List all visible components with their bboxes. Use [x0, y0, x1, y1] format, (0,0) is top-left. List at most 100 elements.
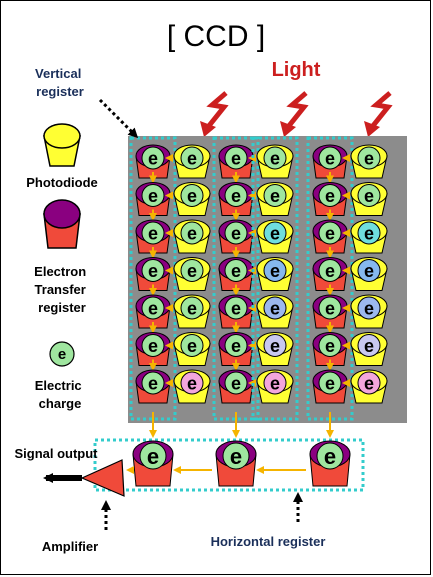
svg-text:e: e — [148, 186, 158, 206]
electric-charge: e — [318, 221, 342, 245]
electric-charge: e — [318, 334, 342, 357]
electric-charge: e — [318, 184, 342, 207]
electric-charge: e — [224, 259, 248, 282]
light-bolt-head — [364, 121, 380, 137]
svg-text:e: e — [148, 261, 158, 281]
vertical-register-label: Vertical register — [35, 66, 85, 99]
electric-charge: e — [357, 259, 381, 282]
electric-charge-icon: e — [49, 341, 75, 367]
photodiode-icon — [43, 123, 81, 167]
svg-text:e: e — [325, 148, 335, 168]
vertical-register-pointer — [98, 98, 139, 139]
svg-text:e: e — [148, 223, 158, 243]
svg-text:e: e — [147, 444, 159, 469]
svg-text:e: e — [325, 336, 335, 356]
horizontal-register-label: Horizontal register — [211, 534, 326, 549]
electric-charge: e — [224, 146, 248, 170]
electric-charge: e — [357, 221, 381, 245]
svg-text:e: e — [325, 223, 335, 243]
signal-output-label: Signal output — [14, 446, 98, 461]
svg-text:e: e — [230, 444, 242, 469]
electric-charge: e — [318, 259, 342, 282]
electric-charge: e — [263, 146, 287, 170]
light-label: Light — [272, 59, 321, 81]
electric-charge: e — [180, 221, 204, 245]
electric-charge: e — [263, 221, 287, 245]
electric-charge: e — [263, 371, 287, 395]
electric-charge: e — [141, 296, 165, 320]
svg-text:e: e — [364, 261, 374, 281]
svg-text:e: e — [364, 298, 374, 318]
amplifier-icon — [80, 459, 125, 497]
electric-charge: e — [263, 184, 287, 207]
light-bolt — [370, 91, 393, 129]
electric-charge: e — [141, 184, 165, 207]
svg-text:e: e — [325, 298, 335, 318]
electric-charge: e — [141, 334, 165, 357]
diagram-title: [ CCD ] — [167, 20, 265, 53]
svg-text:e: e — [364, 148, 374, 168]
svg-text:e: e — [58, 346, 66, 363]
svg-text:e: e — [148, 336, 158, 356]
svg-text:e: e — [325, 186, 335, 206]
light-bolt — [286, 91, 309, 129]
electric-charge: e — [357, 371, 381, 395]
electric-charge: e — [357, 146, 381, 170]
svg-text:e: e — [231, 373, 241, 393]
svg-text:e: e — [364, 336, 374, 356]
amplifier-label: Amplifier — [42, 539, 98, 554]
electric-charge: e — [222, 442, 250, 470]
svg-text:e: e — [270, 373, 280, 393]
electric-charge: e — [318, 371, 342, 395]
svg-text:e: e — [270, 186, 280, 206]
electric-charge: e — [316, 442, 344, 470]
svg-text:e: e — [231, 261, 241, 281]
svg-text:e: e — [231, 223, 241, 243]
svg-text:e: e — [187, 298, 197, 318]
svg-text:e: e — [270, 261, 280, 281]
svg-text:e: e — [148, 148, 158, 168]
svg-text:e: e — [364, 373, 374, 393]
electron-transfer-register-label: Electron Transfer register — [34, 264, 90, 315]
light-bolt-head — [280, 121, 296, 137]
legend: Vertical register Photodiode Electron Tr… — [26, 66, 139, 411]
horizontal-register-outline — [93, 438, 365, 492]
electric-charge: e — [318, 146, 342, 170]
svg-text:e: e — [187, 336, 197, 356]
svg-text:e: e — [187, 186, 197, 206]
electric-charge: e — [263, 259, 287, 282]
svg-text:e: e — [187, 261, 197, 281]
electron-transfer-register-icon — [43, 199, 81, 249]
electric-charge: e — [224, 334, 248, 357]
svg-text:e: e — [270, 148, 280, 168]
svg-text:e: e — [187, 223, 197, 243]
electric-charge: e — [357, 184, 381, 207]
svg-text:e: e — [187, 373, 197, 393]
electric-charge: e — [357, 334, 381, 357]
svg-text:e: e — [270, 223, 280, 243]
electric-charge: e — [224, 296, 248, 320]
svg-text:e: e — [187, 148, 197, 168]
svg-text:e: e — [231, 148, 241, 168]
light-bolt-head — [200, 121, 216, 137]
svg-text:e: e — [231, 298, 241, 318]
electric-charge: e — [141, 221, 165, 245]
electric-charge: e — [141, 371, 165, 395]
svg-text:e: e — [270, 298, 280, 318]
electric-charge: e — [180, 146, 204, 170]
electric-charge: e — [180, 296, 204, 320]
svg-text:e: e — [148, 298, 158, 318]
svg-text:e: e — [364, 223, 374, 243]
light-bolt — [206, 91, 229, 129]
svg-text:e: e — [231, 336, 241, 356]
electric-charge: e — [180, 259, 204, 282]
svg-text:e: e — [148, 373, 158, 393]
electric-charge: e — [141, 259, 165, 282]
light-rays — [200, 91, 393, 137]
electric-charge: e — [141, 146, 165, 170]
photodiode-label: Photodiode — [26, 175, 98, 190]
svg-text:e: e — [270, 336, 280, 356]
